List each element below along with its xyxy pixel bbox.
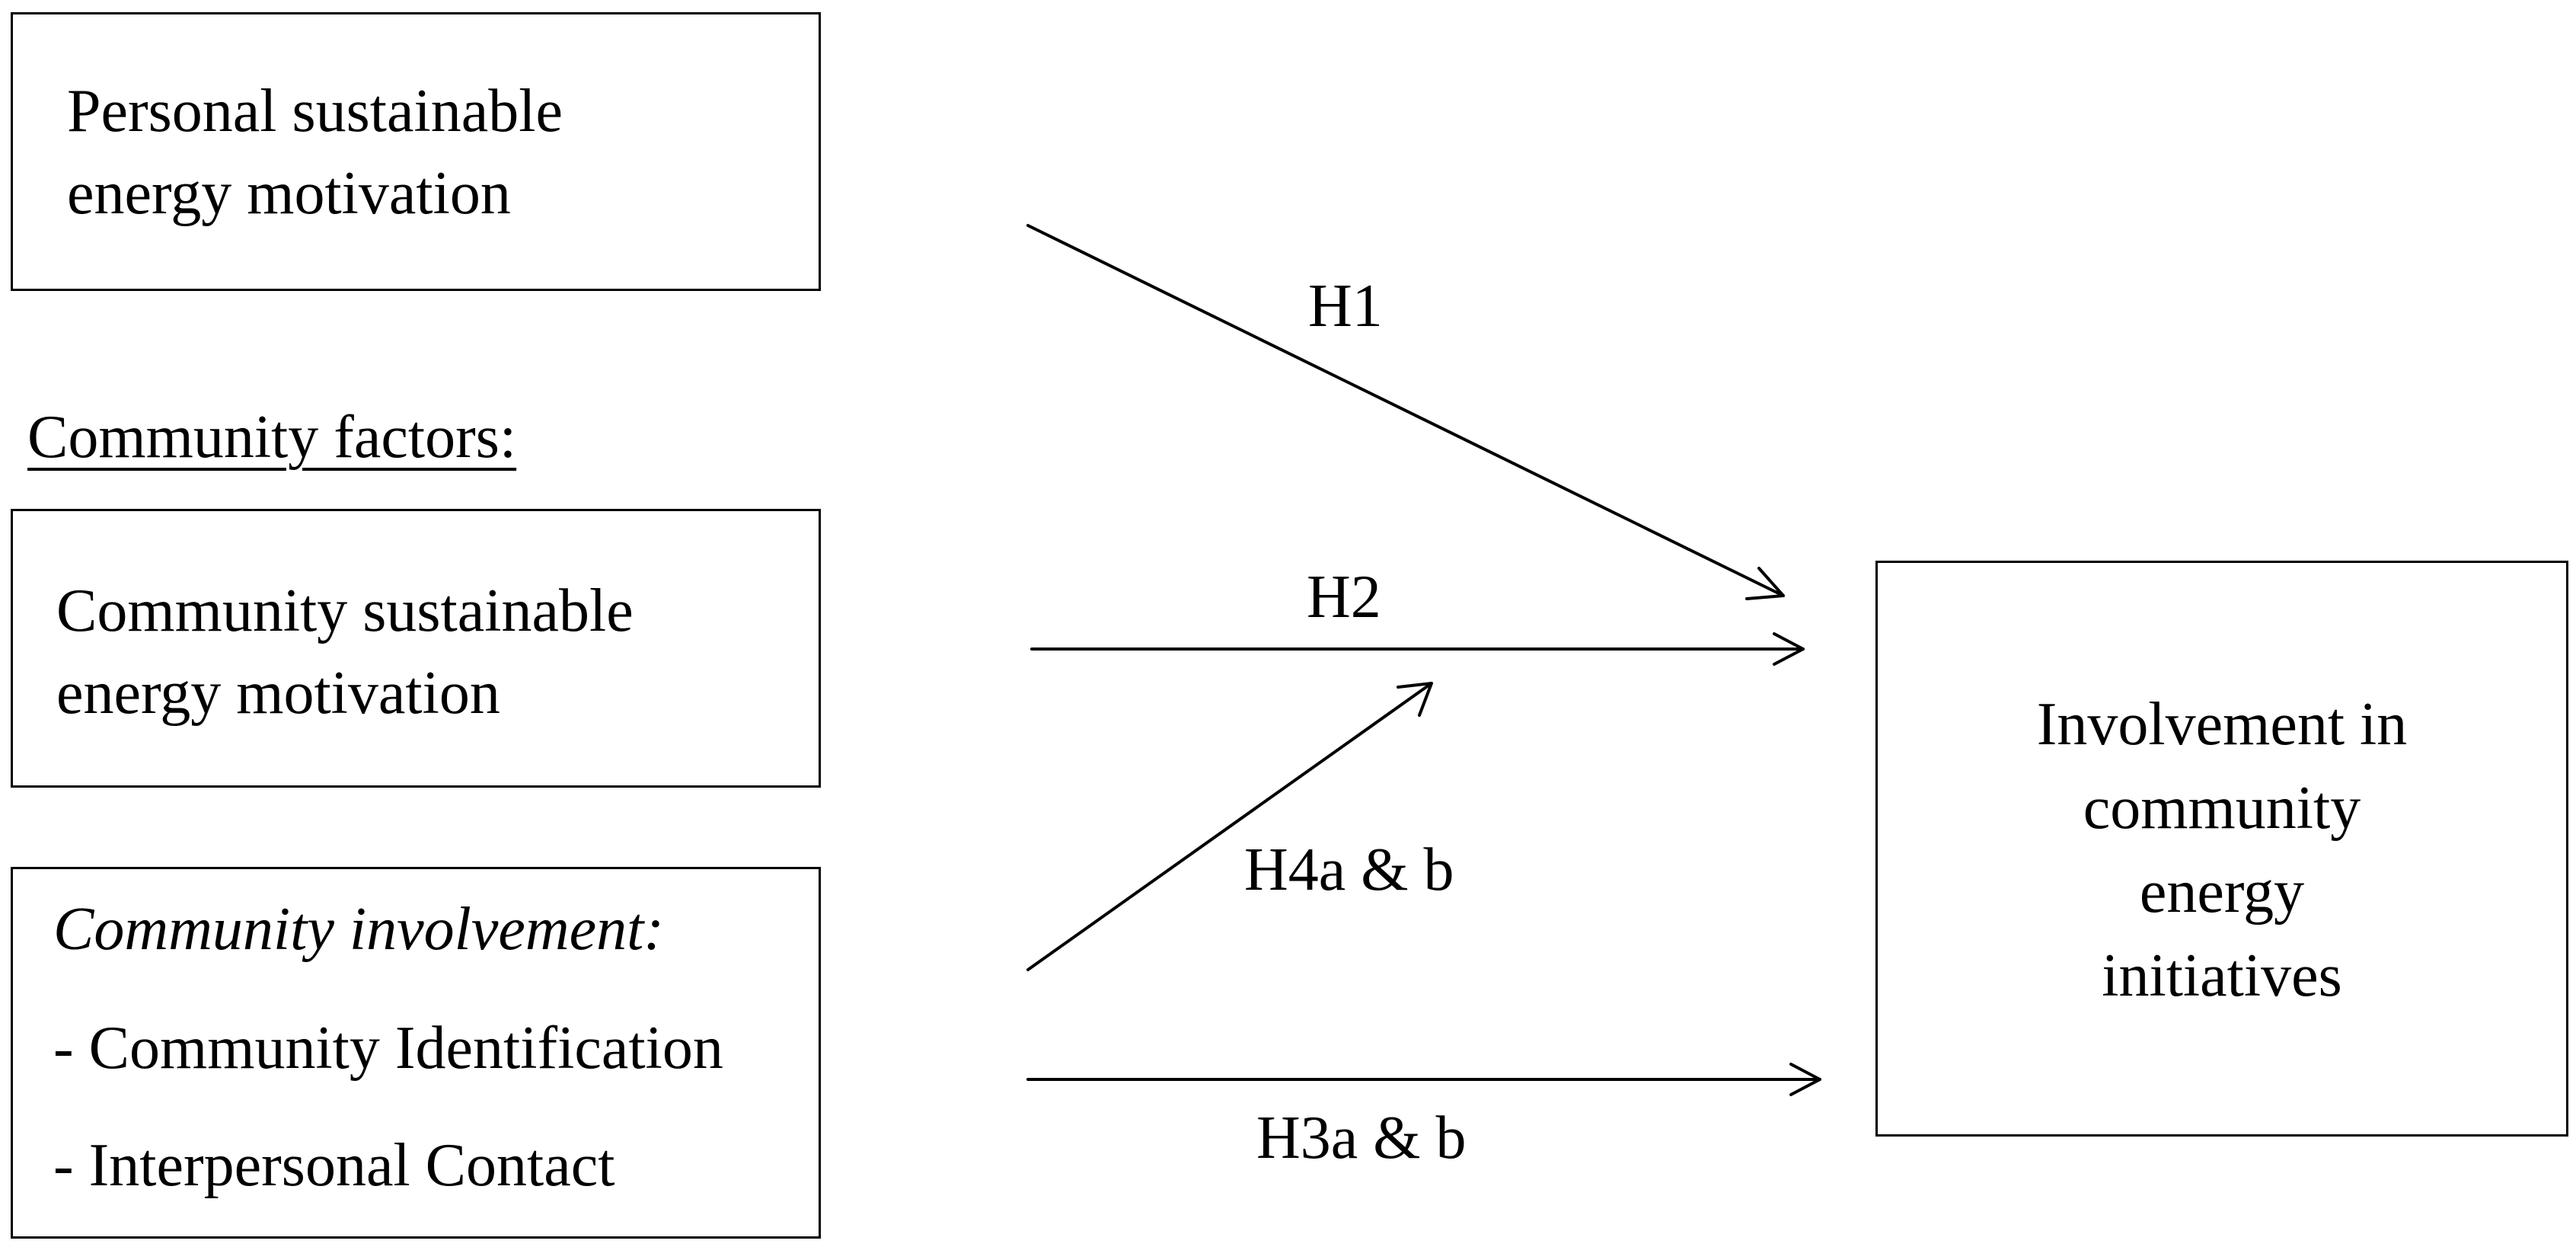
edge-h4-arrow [1026, 682, 1433, 971]
node-personal-motivation [11, 12, 821, 291]
edge-label-h4: H4a & b [1244, 836, 1454, 903]
edge-label-h2: H2 [1307, 564, 1381, 631]
outcome-line-1: Involvement in [2036, 691, 2408, 758]
community-factors-heading: Community factors: [27, 404, 517, 471]
outcome-line-3: energy [2139, 859, 2305, 926]
community-motivation-line-1: Community sustainable [56, 577, 634, 644]
edge-h2-arrow [1030, 632, 1805, 666]
edge-h1-arrow [1026, 224, 1785, 600]
edge-label-h1: H1 [1308, 273, 1383, 340]
outcome-line-4: initiatives [2102, 942, 2342, 1009]
community-involvement-item-contact: - Interpersonal Contact [53, 1132, 615, 1199]
community-motivation-line-2: energy motivation [56, 660, 500, 727]
node-community-motivation [11, 509, 821, 788]
node-community-involvement [11, 867, 821, 1239]
community-involvement-item-identification: - Community Identification [53, 1015, 723, 1082]
node-outcome [1875, 561, 2568, 1137]
personal-motivation-line-1: Personal sustainable [67, 78, 563, 145]
personal-motivation-line-2: energy motivation [67, 160, 511, 227]
edge-h3-arrow [1026, 1063, 1821, 1096]
outcome-label: Involvement in community energy initiati… [1875, 683, 2568, 1018]
edge-label-h3: H3a & b [1256, 1105, 1467, 1172]
outcome-line-2: community [2083, 775, 2361, 842]
community-involvement-heading: Community involvement: [53, 896, 664, 963]
